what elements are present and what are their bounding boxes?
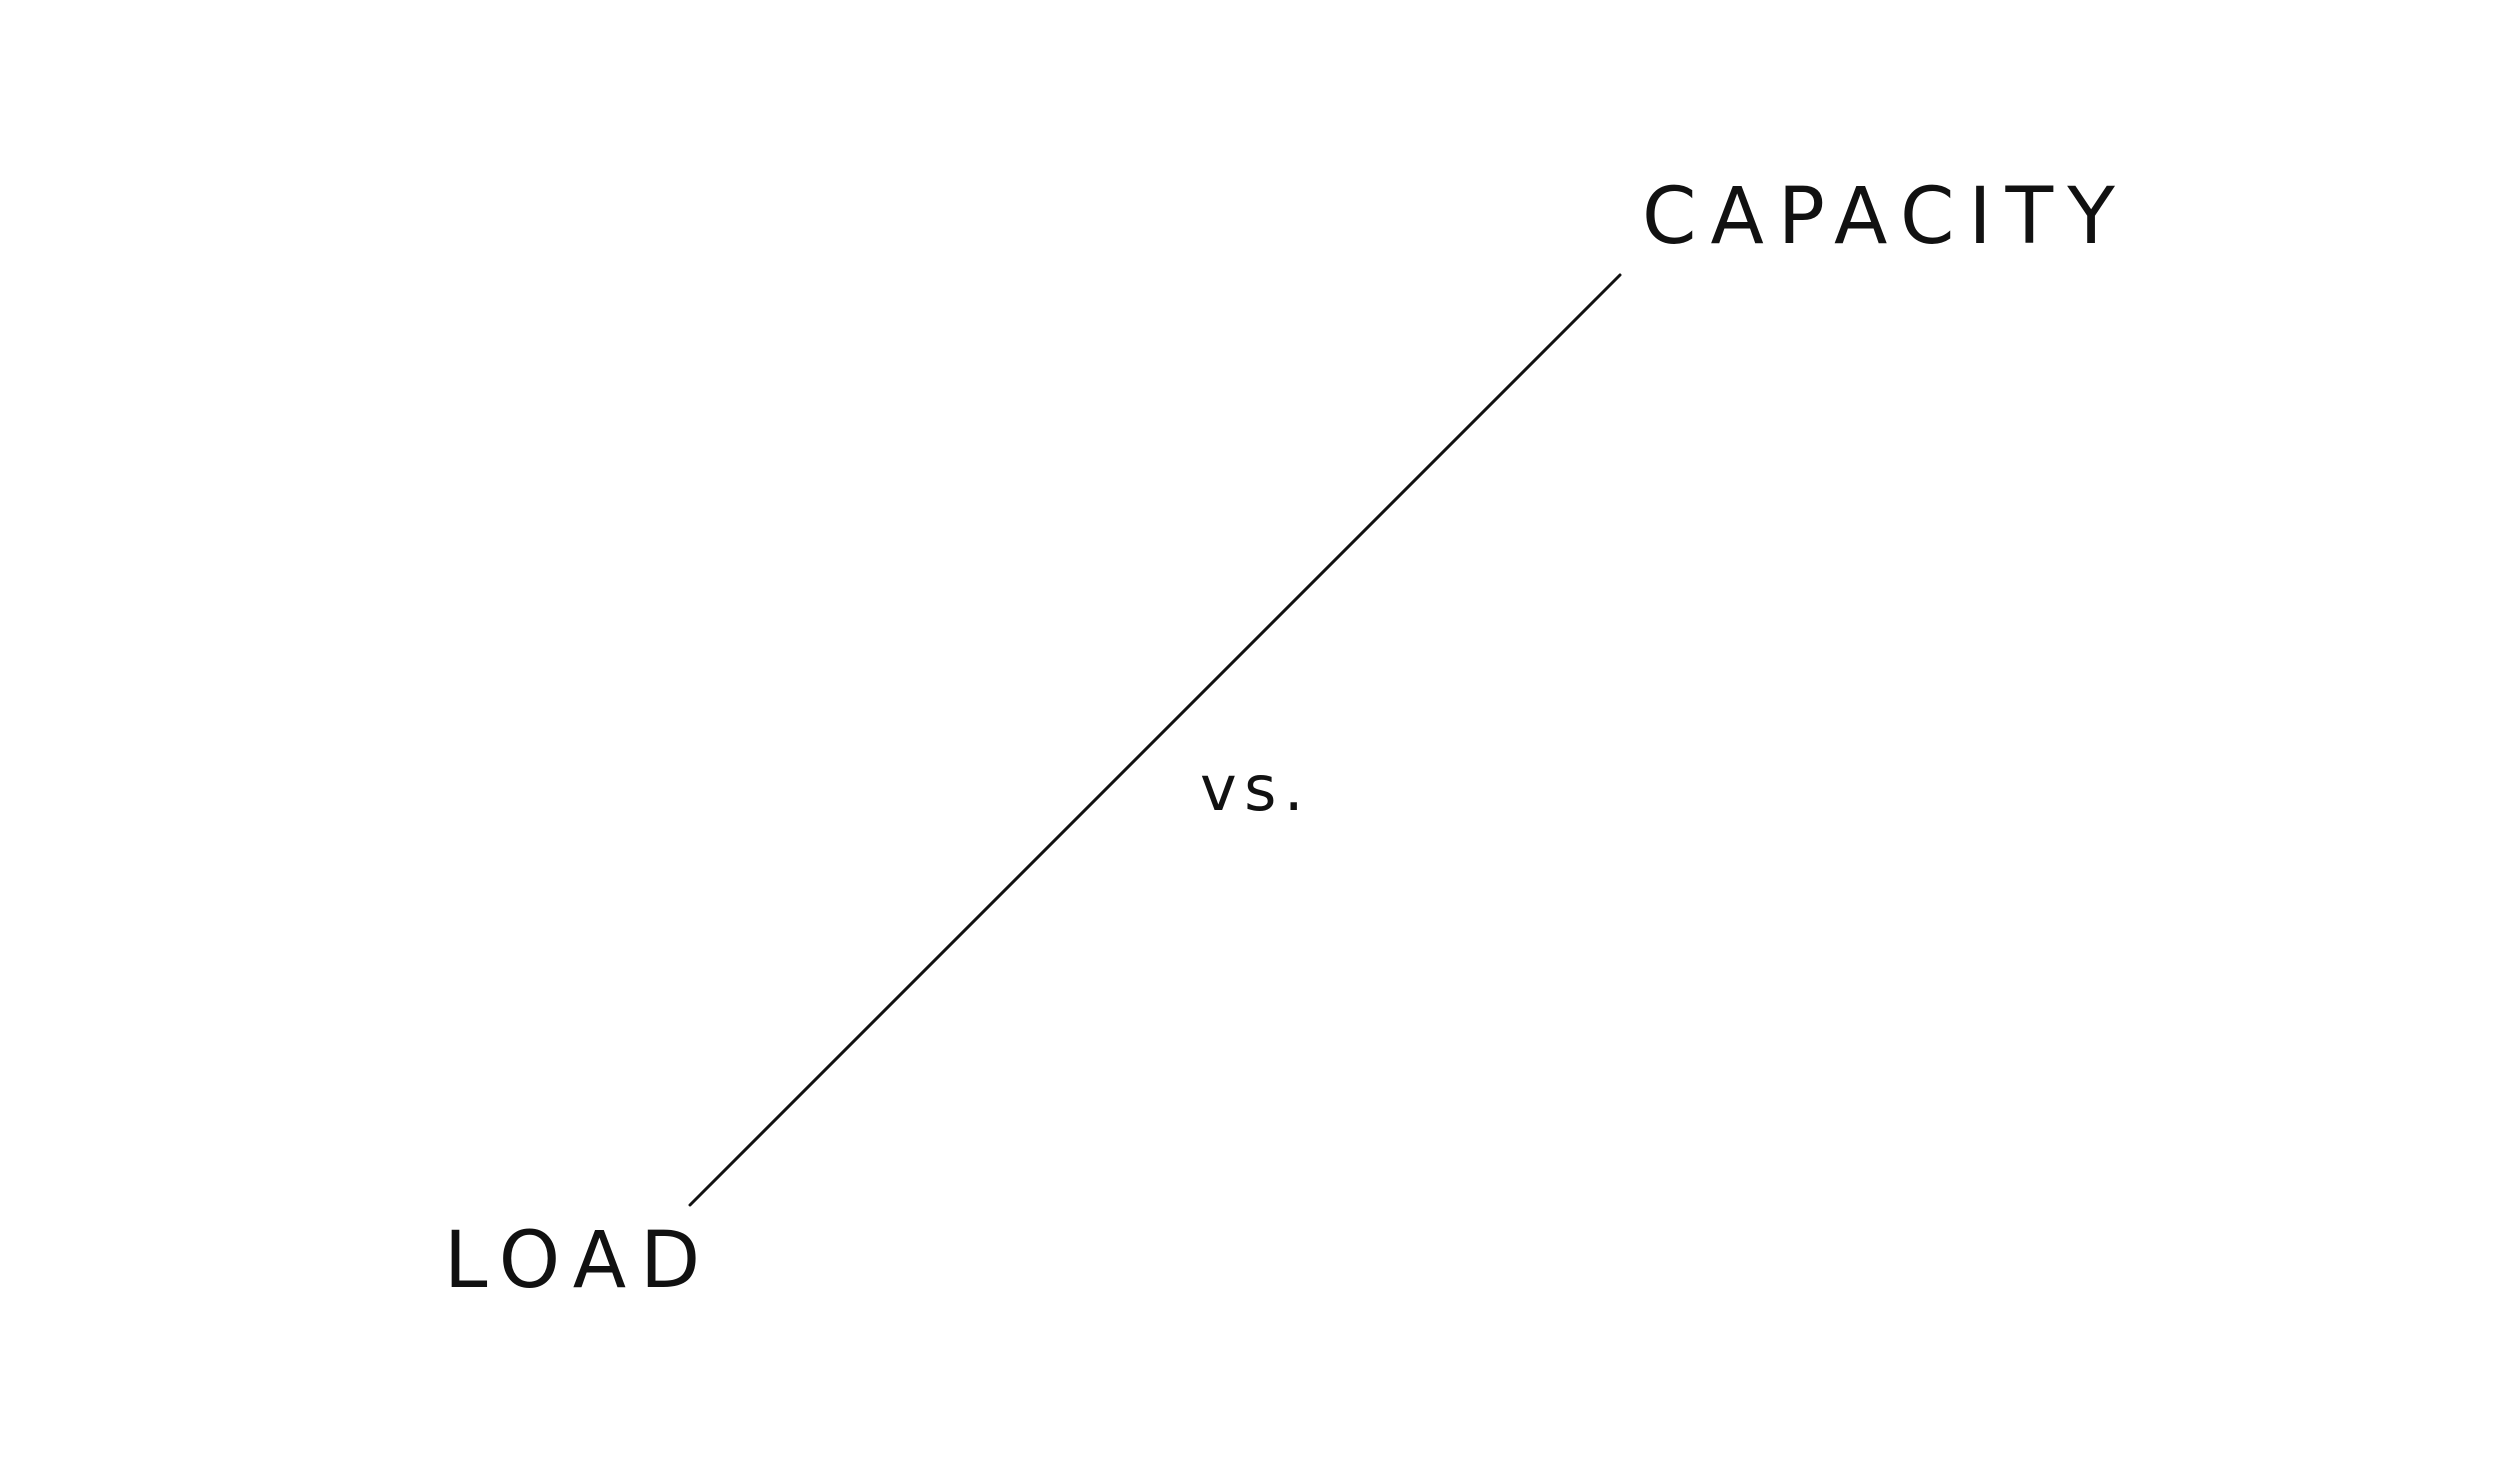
load-label: LOAD <box>444 1216 715 1306</box>
connector-line <box>688 273 1622 1207</box>
capacity-label: CAPACITY <box>1642 172 2129 262</box>
versus-label: vs. <box>1200 752 1312 825</box>
